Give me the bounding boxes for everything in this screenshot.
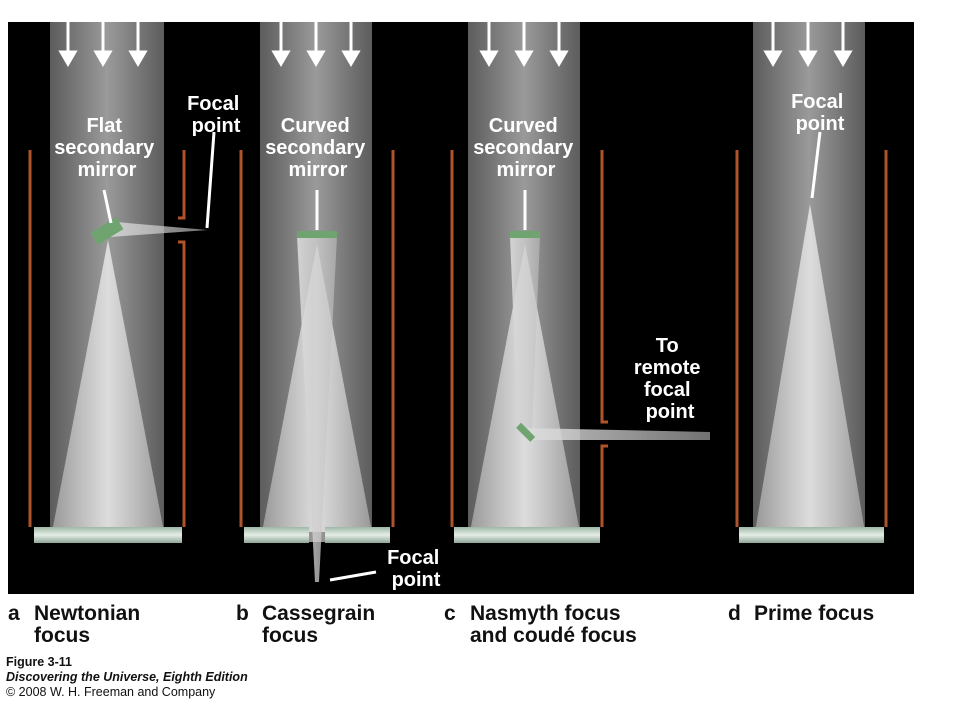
caption-line1: Prime focus: [754, 602, 875, 625]
panel-b-cassegrain: Curved secondary mirror Focal point: [239, 22, 445, 591]
incoming-light-arrows: [479, 22, 569, 67]
light-cone: [52, 240, 164, 532]
light-cone: [755, 204, 865, 532]
panel-a-newtonian: Flat secondary mirror Focal point: [28, 22, 245, 543]
caption-a: a Newtonian focus: [8, 603, 140, 647]
remote-focal-point-label: To remote focal point: [634, 335, 706, 423]
panel-d-prime: Focal point: [735, 22, 888, 543]
caption-letter: c: [444, 602, 456, 625]
focal-point-label: Focal point: [791, 91, 849, 135]
copyright: © 2008 W. H. Freeman and Company: [6, 685, 216, 699]
mirror-label: Curved secondary mirror: [265, 115, 371, 181]
panel-c-nasmyth: Curved secondary mirror To remote focal …: [450, 22, 710, 543]
focal-point-label: Focal point: [387, 547, 445, 591]
caption-line1: Nasmyth focus: [470, 602, 621, 625]
caption-letter: a: [8, 602, 20, 625]
caption-line1: Newtonian: [34, 602, 141, 625]
focus-pointer: [205, 131, 216, 229]
focus-pointer: [329, 570, 377, 582]
primary-mirror: [34, 527, 182, 543]
tertiary-mirror: [516, 422, 536, 442]
reflected-beam: [510, 236, 540, 432]
incoming-light-arrows: [271, 22, 361, 67]
caption-letter: b: [236, 602, 249, 625]
caption-c: c Nasmyth focus and coudé focus: [444, 603, 637, 647]
primary-mirror: [244, 527, 309, 543]
book-title: Discovering the Universe, Eighth Edition: [6, 670, 248, 684]
caption-b: b Cassegrain focus: [236, 603, 375, 647]
primary-mirror: [454, 527, 600, 543]
caption-line2: focus: [34, 624, 91, 647]
curved-secondary-mirror: [510, 231, 540, 238]
incoming-light-arrows: [58, 22, 148, 67]
caption-line1: Cassegrain: [262, 602, 376, 625]
flat-secondary-mirror: [90, 217, 124, 245]
curved-secondary-mirror: [297, 231, 337, 238]
primary-mirror: [325, 527, 390, 543]
incoming-light-arrows: [763, 22, 853, 67]
reflected-beam: [297, 236, 337, 582]
caption-line2: focus: [262, 624, 319, 647]
caption-line2: and coudé focus: [470, 624, 637, 647]
mirror-label: Flat secondary mirror: [54, 115, 160, 181]
primary-mirror: [739, 527, 884, 543]
figure-credits: Figure 3-11 Discovering the Universe, Ei…: [6, 655, 248, 700]
reflected-beam: [96, 222, 208, 238]
mirror-pointer: [102, 189, 113, 224]
figure-number: Figure 3-11: [6, 655, 72, 669]
tube-wall-right: [600, 150, 608, 527]
tube-wall-right: [178, 150, 186, 527]
mirror-label: Curved secondary mirror: [473, 115, 579, 181]
caption-letter: d: [728, 602, 741, 625]
telescope-focus-diagram: Flat secondary mirror Focal point Curved…: [8, 22, 914, 594]
caption-d: d Prime focus: [728, 603, 874, 625]
focus-pointer: [810, 131, 822, 199]
focal-point-label: Focal point: [187, 93, 245, 137]
side-beam: [522, 428, 710, 440]
